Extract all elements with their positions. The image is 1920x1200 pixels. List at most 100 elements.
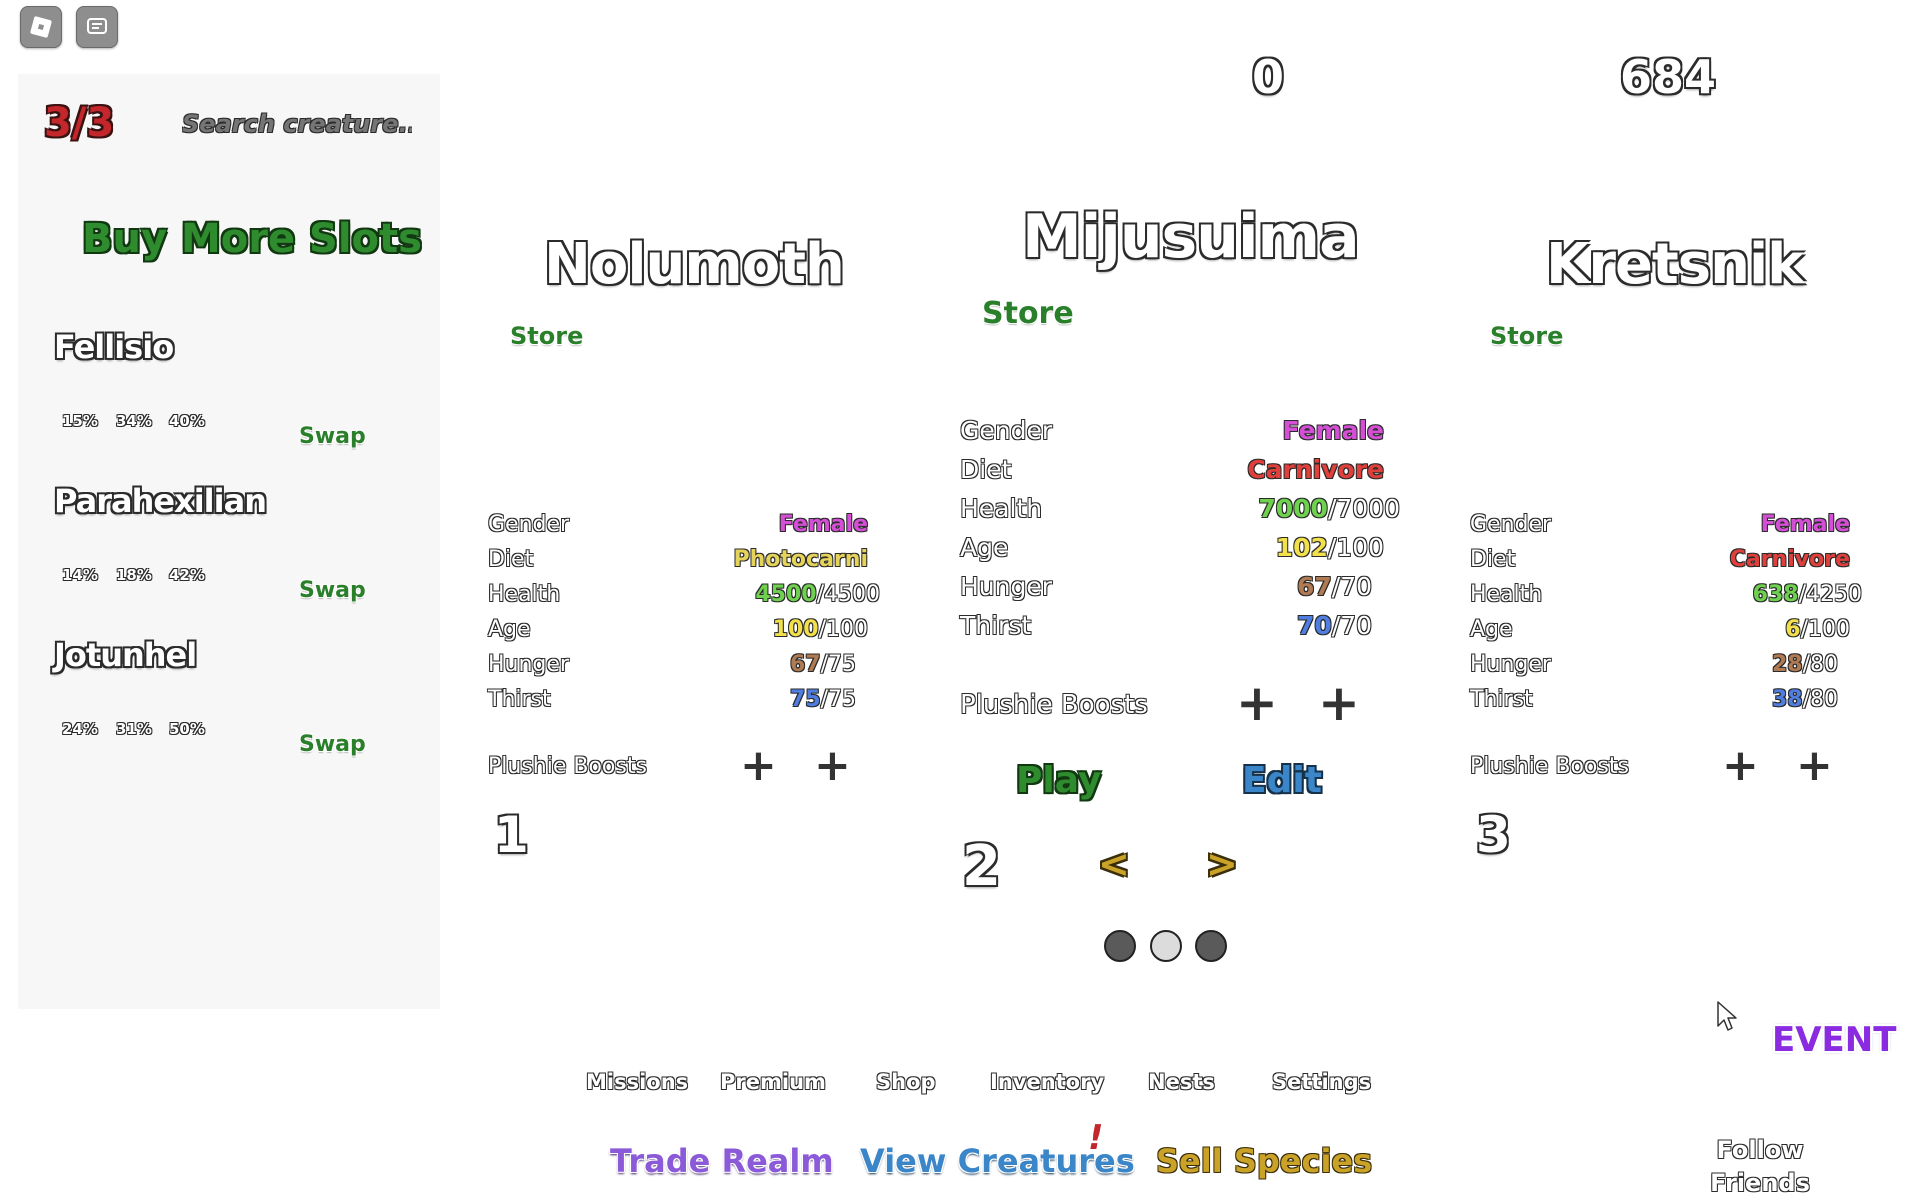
mouse-cursor-icon <box>1717 1001 1737 1031</box>
stat-value-gender: Female <box>778 512 868 537</box>
roblox-logo-icon <box>30 16 52 38</box>
prev-page-button[interactable]: < <box>1098 842 1130 886</box>
store-button[interactable]: Store <box>982 296 1074 331</box>
plushie-add-icon[interactable]: + <box>1722 740 1759 791</box>
sidebar-creature-pct: 42% <box>169 566 205 584</box>
stat-value-age: 100/100 <box>772 617 868 642</box>
sidebar-creature-pct: 18% <box>116 566 152 584</box>
sidebar-creature-name: Jotunhel <box>54 636 197 674</box>
stat-label-health: Health <box>960 494 1043 523</box>
stat-label-hunger: Hunger <box>1470 652 1551 677</box>
stat-label-health: Health <box>488 582 561 607</box>
stat-label-gender: Gender <box>960 416 1053 445</box>
stat-value-gender: Female <box>1282 416 1384 445</box>
stat-value-hunger: 67/70 <box>1296 572 1372 601</box>
stat-value-diet: Carnivore <box>1247 455 1384 484</box>
stat-value-thirst: 38/80 <box>1771 687 1838 712</box>
sell-species-button[interactable]: Sell Species <box>1156 1142 1373 1180</box>
swap-button[interactable]: Swap <box>299 732 366 757</box>
stat-label-thirst: Thirst <box>488 687 551 712</box>
plushie-add-icon[interactable]: + <box>814 740 851 791</box>
stat-label-age: Age <box>1470 617 1513 642</box>
plushie-boosts-label: Plushie Boosts <box>960 690 1148 720</box>
stat-value-health: 7000/7000 <box>1258 494 1400 523</box>
sidebar-creature-pct: 31% <box>116 720 152 738</box>
stat-label-diet: Diet <box>488 547 534 572</box>
trade-realm-button[interactable]: Trade Realm <box>610 1142 834 1180</box>
follow-friends-button[interactable]: Follow Friends <box>1710 1134 1810 1200</box>
stat-value-gender: Female <box>1760 512 1850 537</box>
sidebar-creature-pct: 40% <box>169 412 205 430</box>
currency-counter-left: 0 <box>1252 50 1285 104</box>
slot-creature-name: Mijusuima <box>1022 202 1360 272</box>
stat-label-thirst: Thirst <box>1470 687 1533 712</box>
swap-button[interactable]: Swap <box>299 424 366 449</box>
slot-creature-name: Kretsnik <box>1546 232 1804 297</box>
search-input[interactable] <box>180 106 414 142</box>
plushie-boosts-label: Plushie Boosts <box>1470 754 1629 779</box>
follow-friends-line2: Friends <box>1710 1169 1810 1197</box>
stat-value-thirst: 75/75 <box>789 687 856 712</box>
stat-label-diet: Diet <box>960 455 1012 484</box>
nests-button[interactable]: Nests <box>1148 1070 1215 1094</box>
follow-friends-line1: Follow <box>1716 1136 1804 1164</box>
stat-label-gender: Gender <box>1470 512 1552 537</box>
sidebar-creature-pct: 50% <box>169 720 205 738</box>
slot-stats: Gender Female Diet Carnivore Health 638/… <box>1470 512 1862 722</box>
sidebar-creature-pct: 24% <box>62 720 98 738</box>
settings-button[interactable]: Settings <box>1272 1070 1372 1094</box>
stat-label-health: Health <box>1470 582 1543 607</box>
slot-stats: Gender Female Diet Photocarni Health 450… <box>488 512 880 722</box>
inventory-button[interactable]: Inventory <box>990 1070 1105 1094</box>
stat-value-diet: Photocarni <box>733 547 868 572</box>
sidebar-creature-name: Fellisio <box>54 328 174 366</box>
store-button[interactable]: Store <box>510 322 584 350</box>
sidebar-creature-name: Parahexilian <box>54 482 267 520</box>
slot-count: 3/3 <box>44 100 115 146</box>
swap-button[interactable]: Swap <box>299 578 366 603</box>
plushie-add-icon[interactable]: + <box>1236 674 1278 732</box>
plushie-add-icon[interactable]: + <box>1318 674 1360 732</box>
alert-badge: ! <box>1088 1118 1104 1158</box>
play-button[interactable]: Play <box>1016 760 1102 801</box>
slot-creature-name: Nolumoth <box>544 232 845 297</box>
stat-value-age: 102/100 <box>1275 533 1384 562</box>
shop-button[interactable]: Shop <box>876 1070 936 1094</box>
stat-label-age: Age <box>488 617 531 642</box>
premium-button[interactable]: Premium <box>720 1070 826 1094</box>
next-page-button[interactable]: > <box>1206 842 1238 886</box>
stat-value-thirst: 70/70 <box>1296 611 1372 640</box>
stat-value-diet: Carnivore <box>1729 547 1850 572</box>
buy-more-slots-button[interactable]: Buy More Slots <box>82 216 422 262</box>
plushie-add-icon[interactable]: + <box>1796 740 1833 791</box>
page-dot[interactable] <box>1195 930 1227 962</box>
stat-value-hunger: 67/75 <box>789 652 856 677</box>
stat-label-thirst: Thirst <box>960 611 1032 640</box>
chat-button[interactable] <box>76 6 118 48</box>
plushie-add-icon[interactable]: + <box>740 740 777 791</box>
stat-label-gender: Gender <box>488 512 570 537</box>
stat-label-hunger: Hunger <box>488 652 569 677</box>
slot-number: 1 <box>494 806 529 864</box>
plushie-boosts-label: Plushie Boosts <box>488 754 647 779</box>
chat-icon <box>87 18 107 34</box>
edit-button[interactable]: Edit <box>1242 760 1322 801</box>
page-dot[interactable] <box>1104 930 1136 962</box>
currency-counter-right: 684 <box>1620 50 1717 104</box>
store-button[interactable]: Store <box>1490 322 1564 350</box>
event-button[interactable]: EVENT <box>1772 1020 1897 1060</box>
page-dot-active[interactable] <box>1150 930 1182 962</box>
slot-number: 3 <box>1476 806 1511 864</box>
view-creatures-button[interactable]: View Creatures <box>860 1142 1135 1180</box>
missions-button[interactable]: Missions <box>586 1070 689 1094</box>
creature-storage-panel <box>18 74 440 1009</box>
sidebar-creature-pct: 14% <box>62 566 98 584</box>
sidebar-creature-pct: 34% <box>116 412 152 430</box>
stat-value-hunger: 28/80 <box>1771 652 1838 677</box>
roblox-menu-button[interactable] <box>20 6 62 48</box>
sidebar-creature-pct: 15% <box>62 412 98 430</box>
stat-label-diet: Diet <box>1470 547 1516 572</box>
stat-label-hunger: Hunger <box>960 572 1053 601</box>
stat-value-age: 6/100 <box>1785 617 1850 642</box>
stat-value-health: 638/4250 <box>1752 582 1862 607</box>
